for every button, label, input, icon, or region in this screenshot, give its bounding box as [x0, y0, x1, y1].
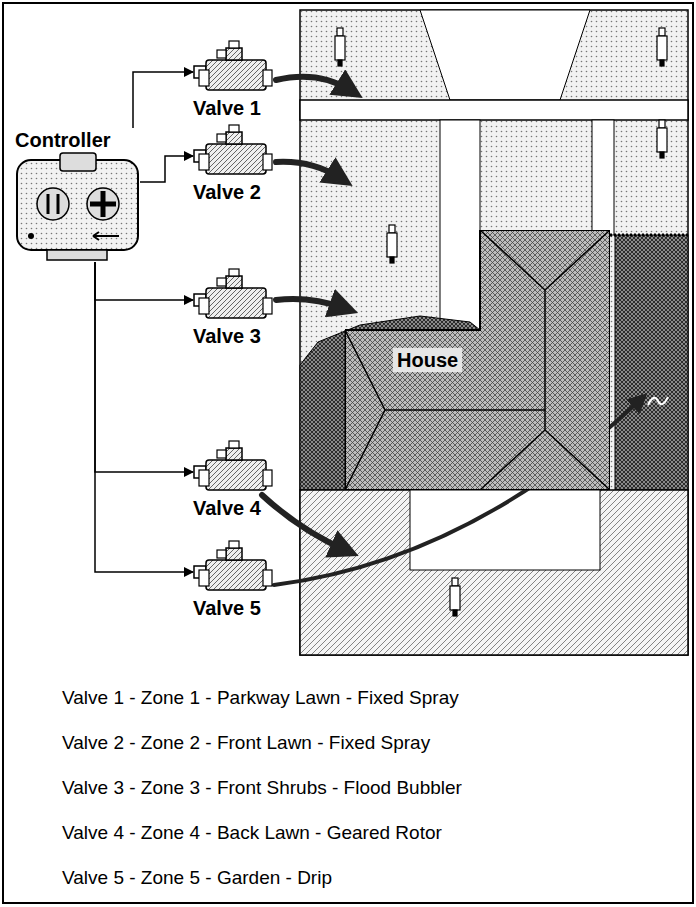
valve: Valve 1 — [193, 40, 273, 120]
valve: Valve 4 — [193, 440, 273, 520]
valve-label: Valve 2 — [193, 180, 273, 204]
control-wire — [133, 72, 193, 128]
control-wire — [140, 156, 193, 182]
control-wire — [95, 262, 193, 300]
controller-symbol — [15, 152, 140, 262]
valve-label: Valve 5 — [193, 596, 273, 620]
valve-label: Valve 1 — [193, 96, 273, 120]
house-outline: House — [345, 230, 610, 490]
valve: Valve 5 — [193, 540, 273, 620]
valve-label: Valve 3 — [193, 324, 273, 348]
control-wire — [95, 262, 193, 572]
valve: Valve 2 — [193, 124, 273, 204]
valve-symbol — [193, 268, 273, 324]
valve-symbol — [193, 124, 273, 180]
valve-symbol — [193, 440, 273, 496]
zone-key-line: Valve 2 - Zone 2 - Front Lawn - Fixed Sp… — [62, 731, 430, 755]
controller: Controller — [15, 128, 140, 262]
valve-label: Valve 4 — [193, 496, 273, 520]
house-shape — [345, 230, 610, 490]
zone-key-line: Valve 5 - Zone 5 - Garden - Drip — [62, 866, 332, 890]
zone-key-line: Valve 4 - Zone 4 - Back Lawn - Geared Ro… — [62, 821, 442, 845]
zone-key-line: Valve 1 - Zone 1 - Parkway Lawn - Fixed … — [62, 686, 459, 710]
valve-symbol — [193, 40, 273, 96]
valve: Valve 3 — [193, 268, 273, 348]
control-wire — [95, 262, 193, 472]
zone-key-line: Valve 3 - Zone 3 - Front Shrubs - Flood … — [62, 776, 462, 800]
house-label: House — [393, 348, 462, 372]
valve-symbol — [193, 540, 273, 596]
controller-label: Controller — [15, 128, 140, 152]
